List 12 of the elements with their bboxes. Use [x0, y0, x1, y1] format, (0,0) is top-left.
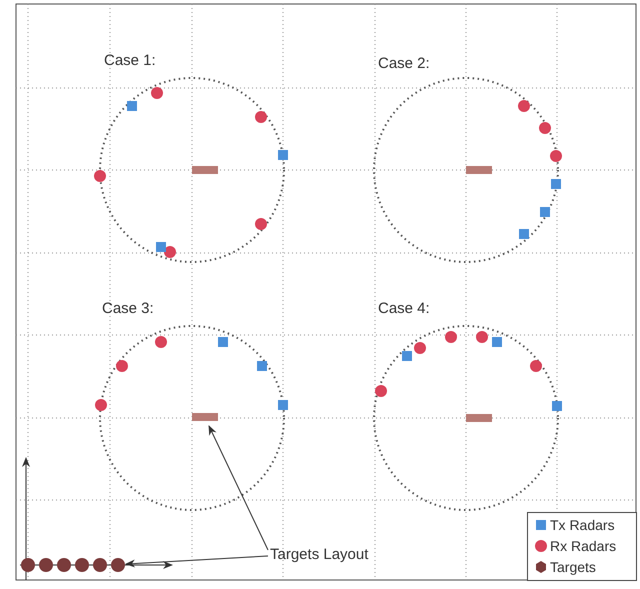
- case-label: Case 2:: [378, 55, 430, 73]
- case-label: Case 4:: [378, 300, 430, 318]
- legend-label: Targets: [550, 558, 596, 576]
- target-row: [21, 558, 125, 572]
- target-bar: [192, 413, 218, 421]
- legend-label: Rx Radars: [550, 537, 616, 555]
- leader-arrow: [208, 425, 268, 550]
- case-label: Case 1:: [104, 52, 156, 70]
- legend-label: Tx Radars: [550, 516, 615, 534]
- case-label: Case 3:: [102, 300, 154, 318]
- callout-text: Targets Layout: [270, 546, 368, 564]
- leader-arrow: [125, 556, 268, 568]
